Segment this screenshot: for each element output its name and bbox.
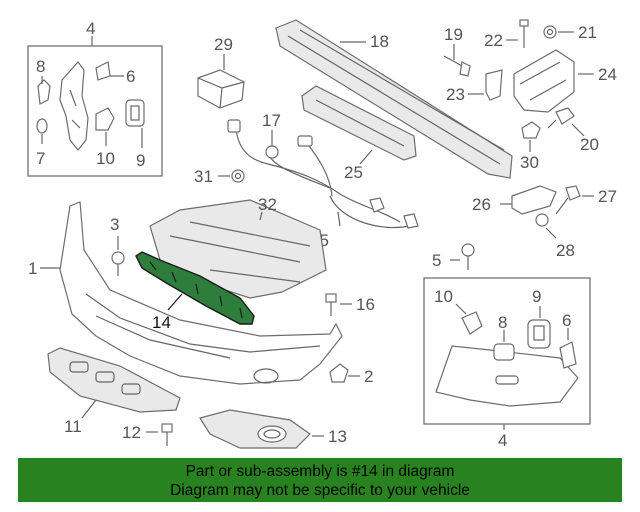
callout-22: 21 bbox=[578, 23, 597, 42]
parts-diagram: 4 8 6 7 10 9 29 18 25 19 22 bbox=[27, 19, 617, 450]
part-26-guide: 26 bbox=[472, 185, 557, 215]
part-17-absorber: 25 bbox=[301, 85, 417, 182]
part-5-screw: 5 bbox=[432, 243, 475, 270]
callout-27: 27 bbox=[598, 187, 617, 206]
part-22-nut: 21 bbox=[543, 23, 597, 42]
part-14-bracket-highlighted: 14 bbox=[135, 251, 255, 332]
part-13-fog-bezel: 13 bbox=[199, 409, 347, 449]
part-18-reinforcement-bar: 18 bbox=[275, 19, 513, 179]
callout-31: 31 bbox=[194, 167, 213, 186]
callout-26: 26 bbox=[472, 195, 491, 214]
part-30-sensor: 17 bbox=[262, 111, 281, 159]
callout-11: 11 bbox=[64, 417, 82, 436]
callout-18: 18 bbox=[370, 32, 389, 51]
part-3-screw: 3 bbox=[110, 215, 125, 276]
callout-25: 19 bbox=[444, 25, 463, 44]
part-24-bracket: 23 bbox=[446, 69, 503, 104]
part-16-bolt: 16 bbox=[325, 293, 375, 316]
inset-box-upper-left: 4 8 6 7 10 9 bbox=[27, 19, 163, 177]
callout-29: 29 bbox=[214, 35, 233, 54]
part-25-bolt: 19 bbox=[443, 25, 471, 77]
info-banner: Part or sub-assembly is #14 in diagram D… bbox=[18, 458, 622, 502]
part-23-bolt: 20 bbox=[547, 107, 599, 154]
callout-10-lower: 10 bbox=[434, 287, 453, 306]
callout-9-lower: 9 bbox=[532, 287, 541, 306]
part-28-nut: 28 bbox=[535, 213, 575, 260]
callout-13: 13 bbox=[328, 427, 347, 446]
callout-1: 1 bbox=[28, 259, 37, 278]
callout-19: 22 bbox=[484, 31, 503, 50]
callout-5: 5 bbox=[432, 251, 441, 270]
callout-21: 24 bbox=[598, 65, 617, 84]
inset-box-lower-right: 10 8 9 6 4 bbox=[423, 277, 591, 450]
part-19-stud: 22 bbox=[484, 19, 529, 50]
callout-16: 16 bbox=[356, 295, 375, 314]
part-12-bolt: 12 bbox=[122, 423, 173, 446]
callout-9-upper: 9 bbox=[136, 151, 145, 170]
callout-8-lower: 8 bbox=[498, 313, 507, 332]
part-1-bumper-cover: 1 bbox=[28, 201, 343, 385]
callout-8-upper: 8 bbox=[36, 57, 45, 76]
callout-2: 2 bbox=[364, 367, 373, 386]
callout-30: 17 bbox=[262, 111, 281, 130]
callout-14: 14 bbox=[152, 313, 171, 332]
part-31-grommet: 31 bbox=[194, 167, 245, 186]
callout-3: 3 bbox=[110, 215, 119, 234]
part-20-nut: 30 bbox=[520, 121, 541, 172]
banner-line-1: Part or sub-assembly is #14 in diagram bbox=[185, 463, 455, 480]
callout-24: 23 bbox=[446, 85, 465, 104]
callout-17: 25 bbox=[344, 163, 363, 182]
callout-7: 7 bbox=[36, 149, 45, 168]
callout-28: 28 bbox=[556, 241, 575, 260]
callout-20: 30 bbox=[520, 153, 539, 172]
part-29-module: 29 bbox=[197, 35, 245, 109]
callout-12: 12 bbox=[122, 423, 141, 442]
part-27-bolt: 27 bbox=[555, 185, 617, 215]
part-2-clip: 2 bbox=[329, 363, 373, 386]
banner-line-2: Diagram may not be specific to your vehi… bbox=[170, 482, 470, 499]
callout-4-lower: 4 bbox=[498, 431, 507, 450]
callout-6-upper: 6 bbox=[126, 67, 135, 86]
callout-4-upper: 4 bbox=[86, 19, 95, 38]
callout-6-lower: 6 bbox=[562, 311, 571, 330]
part-11-lower-grille: 11 bbox=[47, 347, 181, 436]
callout-15: 32 bbox=[258, 195, 277, 214]
callout-23: 20 bbox=[580, 135, 599, 154]
part-21-bracket: 24 bbox=[513, 49, 617, 113]
callout-10-upper: 10 bbox=[96, 149, 115, 168]
